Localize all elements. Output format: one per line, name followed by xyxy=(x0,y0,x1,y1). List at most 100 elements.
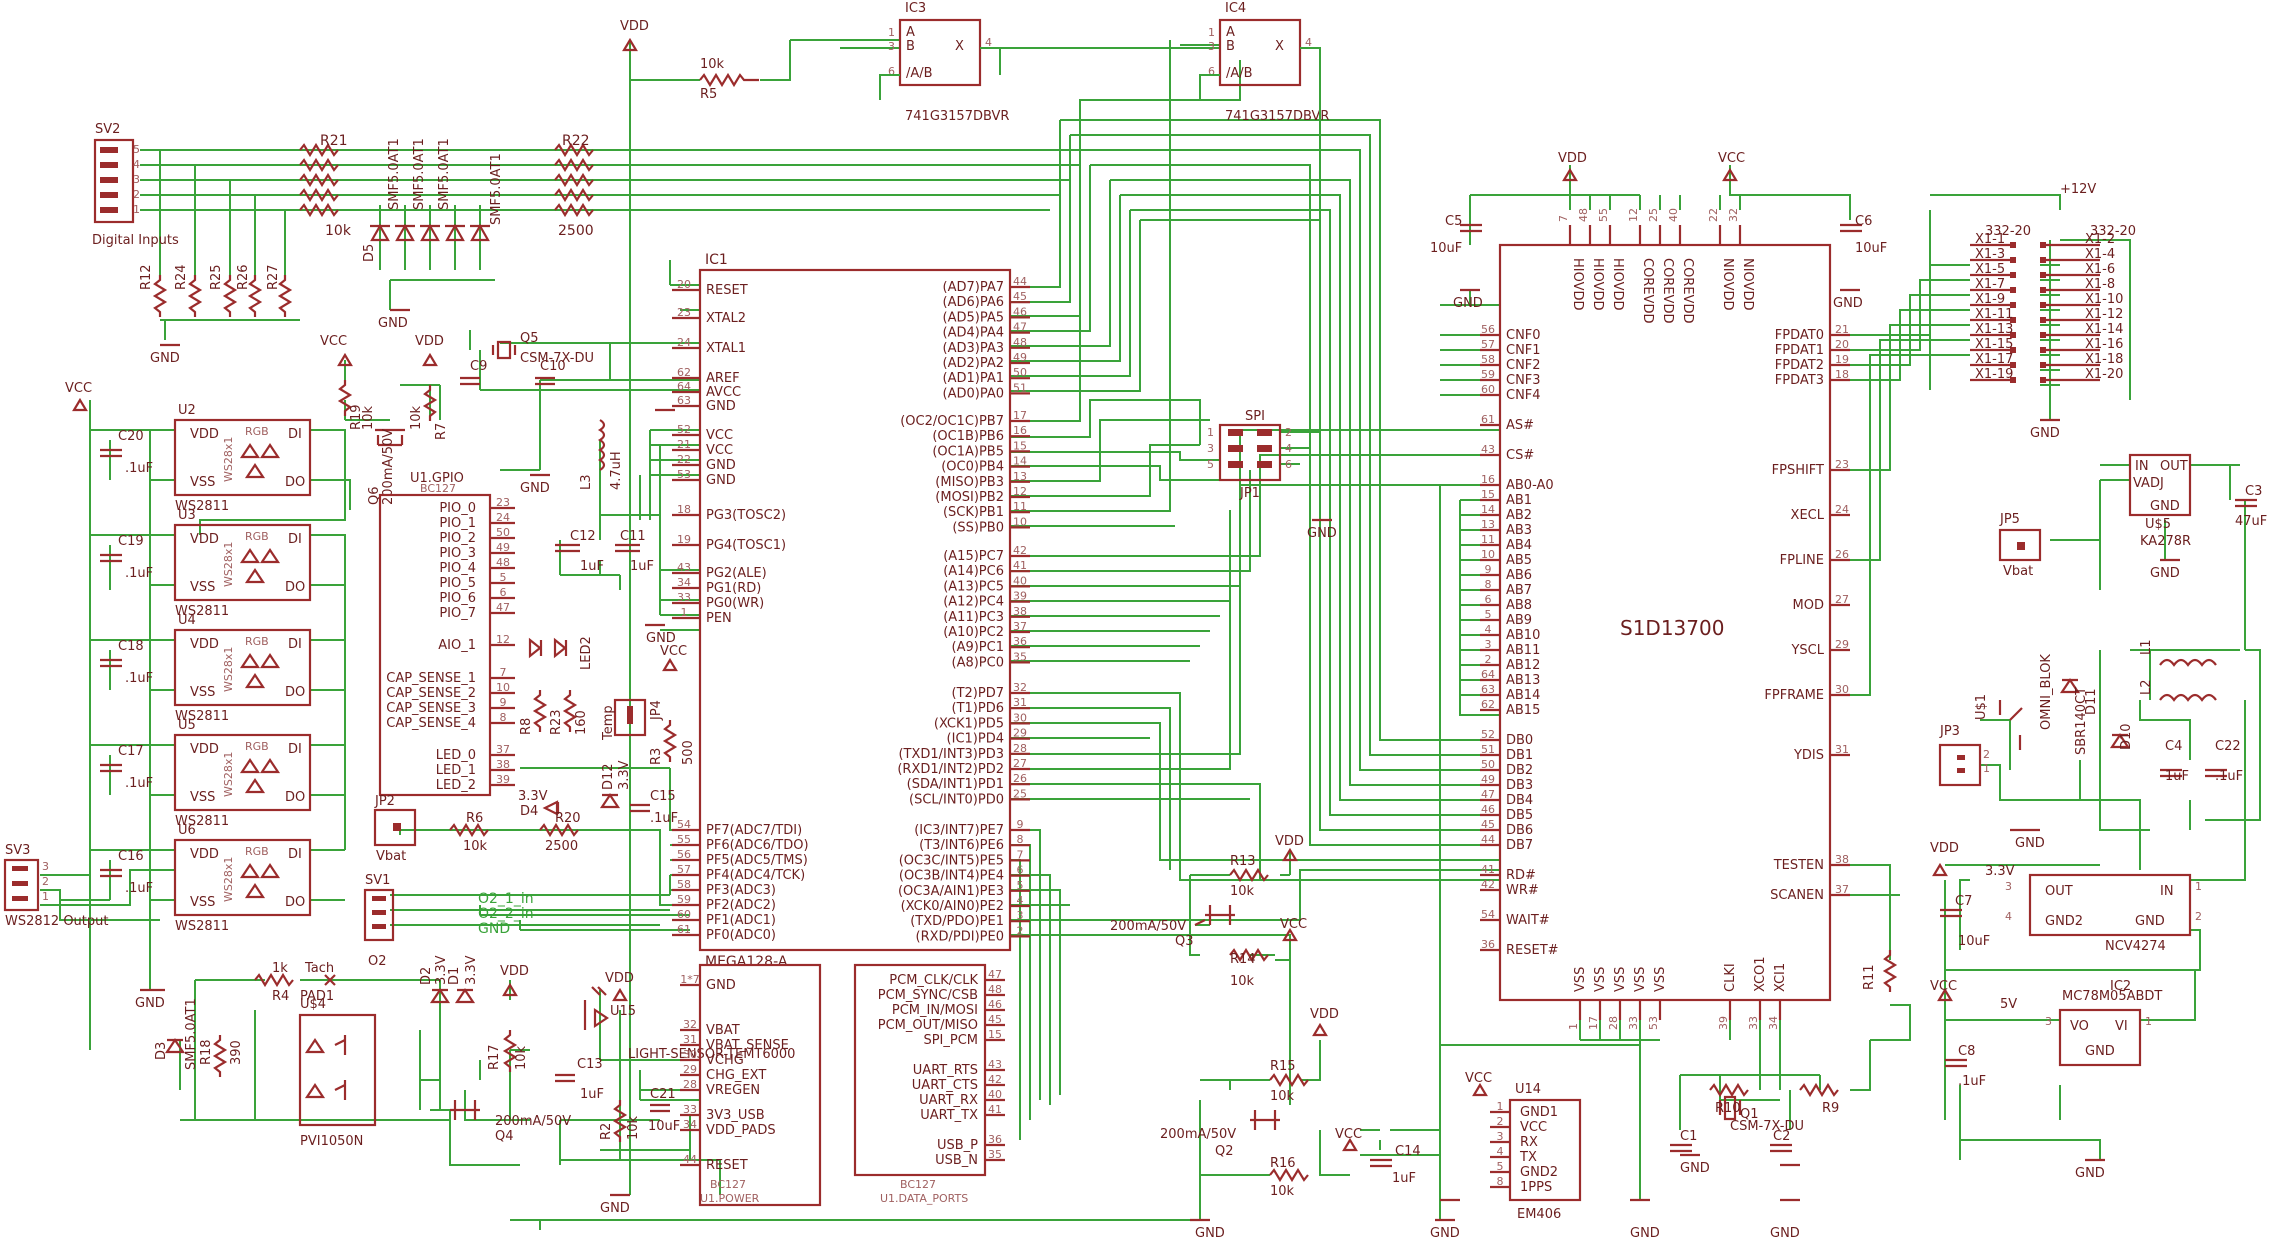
svg-text:4.7uH: 4.7uH xyxy=(609,451,624,490)
gpio-pin-name: AIO_1 xyxy=(438,638,476,653)
svg-text:D10: D10 xyxy=(2119,723,2134,750)
svg-text:C22: C22 xyxy=(2215,739,2241,754)
svg-text:C13: C13 xyxy=(577,1057,603,1072)
ic1-pin-name: PF6(ADC6/TDO) xyxy=(706,838,809,853)
q5-crystal: Q5 CSM-7X-DU C9 C10 xyxy=(460,331,594,386)
r22-ref: R22 xyxy=(562,133,590,149)
x1-pin-label: X1-14 xyxy=(2085,322,2123,337)
svg-text:R15: R15 xyxy=(1270,1059,1296,1074)
ic1-pin-number: 10 xyxy=(1013,515,1027,528)
ic1-pin-name: (TXD/PDO)PE1 xyxy=(910,914,1004,929)
s1d-pin-name: VSS xyxy=(1593,967,1608,992)
s1d-pin-number: 63 xyxy=(1481,683,1495,696)
connector-pin xyxy=(2040,302,2046,308)
gpio-pin-name: PIO_5 xyxy=(439,576,476,591)
svg-text:4: 4 xyxy=(1285,442,1292,455)
ic1-pin-name: GND xyxy=(706,458,736,473)
data-pin-number: 43 xyxy=(988,1058,1002,1071)
ws2811-cap-ref: C18 xyxy=(118,639,144,654)
ws2811-rgb: RGB xyxy=(245,635,269,648)
svg-text:D3: D3 xyxy=(154,1042,169,1060)
s1d-pin-name: WAIT# xyxy=(1506,913,1550,928)
ws2811-value: WS2811 xyxy=(175,919,229,934)
gps-pin-name: GND1 xyxy=(1520,1105,1558,1120)
ws2811-chip: WS28x1 xyxy=(222,857,235,902)
data-pin-name: PCM_IN/MOSI xyxy=(892,1003,978,1018)
ws2811-pin: DO xyxy=(285,580,305,595)
ic1-pin-number: 46 xyxy=(1013,305,1027,318)
ws2811-pin: VSS xyxy=(190,790,215,805)
vcc-label: VCC xyxy=(1280,917,1307,932)
x1-pin-label: X1-1 xyxy=(1975,232,2005,247)
s1d-pin-number: 42 xyxy=(1481,878,1495,891)
pin-line xyxy=(100,553,122,563)
ic1-pin-number: 17 xyxy=(1013,409,1027,422)
power-pin-number: 30 xyxy=(683,1048,697,1061)
ic1-pin-name: (OC3B/INT4)PE4 xyxy=(899,869,1004,884)
ic1-pin-name: (A10)PC2 xyxy=(943,625,1004,640)
svg-text:2: 2 xyxy=(1983,748,1990,761)
data-pin-number: 45 xyxy=(988,1013,1002,1026)
x1-pin-label: X1-7 xyxy=(1975,277,2005,292)
svg-text:10k: 10k xyxy=(1230,974,1255,989)
svg-text:Temp: Temp xyxy=(601,705,616,741)
gpio-pin-name: CAP_SENSE_1 xyxy=(386,671,476,686)
ic1-pin-name: (MOSI)PB2 xyxy=(935,490,1004,505)
s1d-ref: S1D13700 xyxy=(1620,616,1724,640)
pin-line xyxy=(100,868,122,878)
x1-pin-label: X1-6 xyxy=(2085,262,2115,277)
svg-text:R5: R5 xyxy=(700,87,717,102)
svg-text:U15: U15 xyxy=(610,1004,636,1019)
svg-text:R19: R19 xyxy=(349,404,364,430)
svg-text:1: 1 xyxy=(2195,880,2202,893)
gnd-label: GND xyxy=(1195,1226,1225,1241)
s1d-pin-name: DB6 xyxy=(1506,823,1533,838)
ic1-pin-number: 38 xyxy=(1013,605,1027,618)
ic1-pin-number: 30 xyxy=(1013,711,1027,724)
svg-text:10uF: 10uF xyxy=(648,1119,680,1134)
ic1-pin-name: (SDA/INT1)PD1 xyxy=(907,777,1004,792)
ws2811-pin: VSS xyxy=(190,475,215,490)
svg-text:1: 1 xyxy=(133,203,140,216)
s1d-pin-number: 57 xyxy=(1481,338,1495,351)
s1d-pin-number: 1 xyxy=(1567,1023,1580,1030)
ic1-pin-number: 14 xyxy=(1013,455,1027,468)
s1d13700-controller: S1D13700 HIOVDD7HIOVDD48HIOVDD55COREVDD1… xyxy=(1480,208,1850,1030)
ws2811-rgb: RGB xyxy=(245,530,269,543)
svg-text:2: 2 xyxy=(42,875,49,888)
svg-text:200mA/50V: 200mA/50V xyxy=(495,1114,571,1129)
ic1-pin-number: 29 xyxy=(1013,727,1027,740)
svg-text:VO: VO xyxy=(2070,1019,2089,1034)
sv2-ref: SV2 xyxy=(95,122,120,137)
supply-symbols: VDD VCC VCC VDD VCC VDD VDD VDD VCC VDD … xyxy=(65,19,2096,1152)
ws2811-cap-value: .1uF xyxy=(125,671,153,686)
gnd-label: GND xyxy=(1770,1226,1800,1241)
ic1-pin-number: 43 xyxy=(677,561,691,574)
ic1-pin-name: PEN xyxy=(706,611,732,626)
svg-text:JP4: JP4 xyxy=(649,700,664,721)
s1d-pin-name: DB2 xyxy=(1506,763,1533,778)
ic1-pin-number: 52 xyxy=(677,423,691,436)
gnd-label: GND xyxy=(135,996,165,1011)
svg-text:1uF: 1uF xyxy=(630,559,654,574)
ic1-pin-name: (OC1A)PB5 xyxy=(932,444,1004,459)
ic1-pin-name: RESET xyxy=(706,283,748,298)
svg-text:10k: 10k xyxy=(626,1115,641,1140)
r22-value: 2500 xyxy=(558,223,594,239)
svg-text:JP1: JP1 xyxy=(1239,486,1260,501)
power-pin-number: 29 xyxy=(683,1063,697,1076)
ws2811-value: WS2811 xyxy=(175,499,229,514)
s1d-pin-name: AB10 xyxy=(1506,628,1540,643)
svg-text:Q5: Q5 xyxy=(520,331,539,346)
ic1-pin-name: (TXD1/INT3)PD3 xyxy=(898,747,1004,762)
ic1-pin-number: 22 xyxy=(677,453,691,466)
svg-text:3: 3 xyxy=(888,40,895,53)
s1d-pin-number: 13 xyxy=(1481,518,1495,531)
svg-text:X: X xyxy=(955,39,964,54)
ic1-pin-name: PF0(ADC0) xyxy=(706,928,776,943)
gpio-pin-number: 9 xyxy=(500,696,507,709)
svg-text:C14: C14 xyxy=(1395,1144,1421,1159)
x1-pin-label: X1-3 xyxy=(1975,247,2005,262)
power-pin-name: VREGEN xyxy=(706,1083,760,1098)
